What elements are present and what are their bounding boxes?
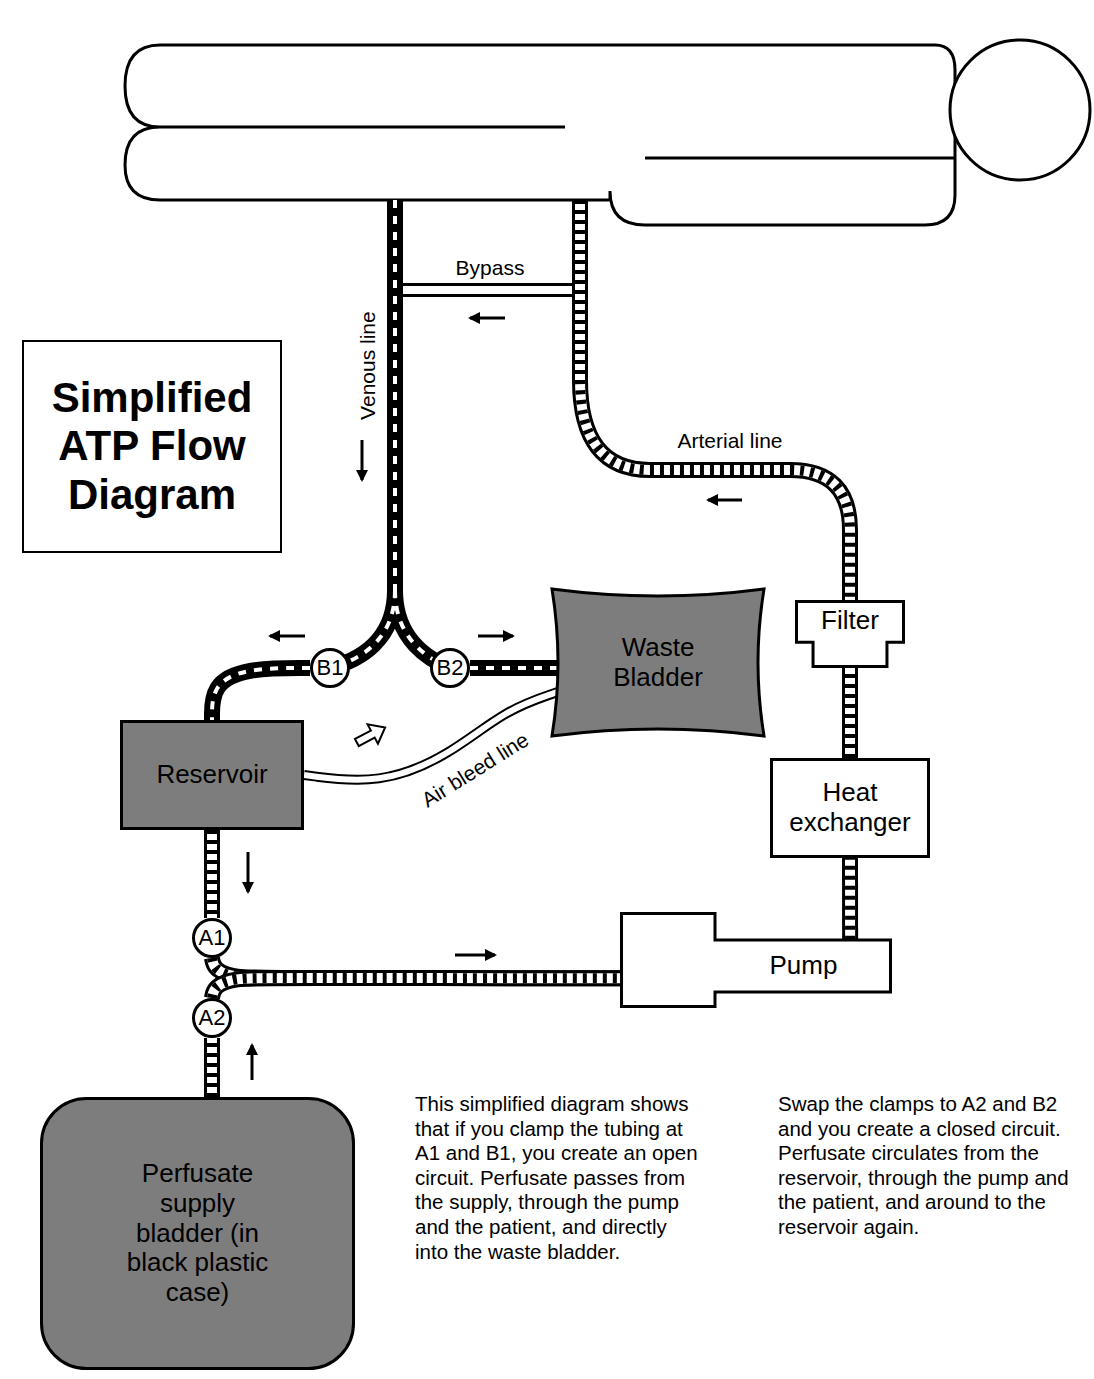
air-flow-arrow (352, 718, 391, 752)
tube-stroke (212, 978, 620, 998)
patient-figure (125, 40, 1090, 225)
tube-stroke (845, 858, 855, 940)
node-outline (620, 912, 892, 1008)
tube-stroke (207, 830, 217, 918)
node-label: B1 (317, 655, 344, 680)
node-label: Waste Bladder (598, 633, 718, 693)
bypass-tube (403, 290, 572, 291)
tube-stroke (204, 1038, 220, 1097)
tube-connector (212, 830, 213, 918)
heat-exchanger-box: Heat exchanger (770, 758, 930, 858)
clamp-point: A2 (192, 998, 232, 1038)
tube-label: Arterial line (650, 428, 810, 453)
tube-connector (850, 858, 851, 940)
tube-stroke (212, 978, 620, 998)
clamp-point: B1 (310, 648, 350, 688)
tube-connector (212, 668, 310, 720)
tube-stroke (207, 1038, 217, 1097)
tube-label: Bypass (440, 255, 540, 280)
venous-tube (330, 200, 450, 668)
diagram-title: Simplified ATP Flow Diagram (24, 374, 280, 519)
note-text: This simplified diagram shows that if yo… (415, 1092, 705, 1264)
node-label: A1 (199, 925, 226, 950)
pump-box: Pump (620, 912, 892, 1008)
supply-bladder: Perfusate supply bladder (in black plast… (40, 1097, 355, 1370)
node-label: Perfusate supply bladder (in black plast… (123, 1159, 273, 1308)
tube-stroke (845, 668, 855, 758)
tube-stroke (207, 1038, 217, 1097)
node-label: Heat exchanger (780, 778, 920, 838)
node-label: Pump (770, 951, 838, 981)
tube-connector (211, 1038, 212, 1097)
title-box: Simplified ATP Flow Diagram (22, 340, 282, 553)
tube-connector (470, 667, 558, 668)
tube-stroke (842, 858, 858, 940)
tube-stroke (212, 978, 620, 998)
tube-connector (212, 978, 620, 998)
filter-box: Filter (795, 600, 905, 668)
reservoir-box: Reservoir (120, 720, 304, 830)
tube-stroke (207, 830, 217, 918)
tube-stroke (212, 668, 310, 720)
clamp-point: B2 (430, 648, 470, 688)
tube-stroke (204, 830, 220, 918)
tube-stroke (470, 660, 558, 676)
tube-stroke (470, 666, 558, 670)
tube-stroke (845, 668, 855, 758)
node-label: Reservoir (156, 760, 267, 790)
tube-stroke (845, 858, 855, 940)
tube-connector (850, 668, 851, 758)
tube-stroke (842, 668, 858, 758)
node-label: B2 (437, 655, 464, 680)
node-label: Filter (821, 606, 879, 636)
tube-stroke (212, 668, 310, 720)
node-label: A2 (199, 1005, 226, 1030)
waste-bladder: Waste Bladder (548, 585, 768, 740)
tube-label: Venous line (355, 296, 380, 436)
note-text: Swap the clamps to A2 and B2 and you cre… (778, 1092, 1078, 1240)
clamp-point: A1 (192, 918, 232, 958)
arterial-tube (580, 200, 850, 600)
